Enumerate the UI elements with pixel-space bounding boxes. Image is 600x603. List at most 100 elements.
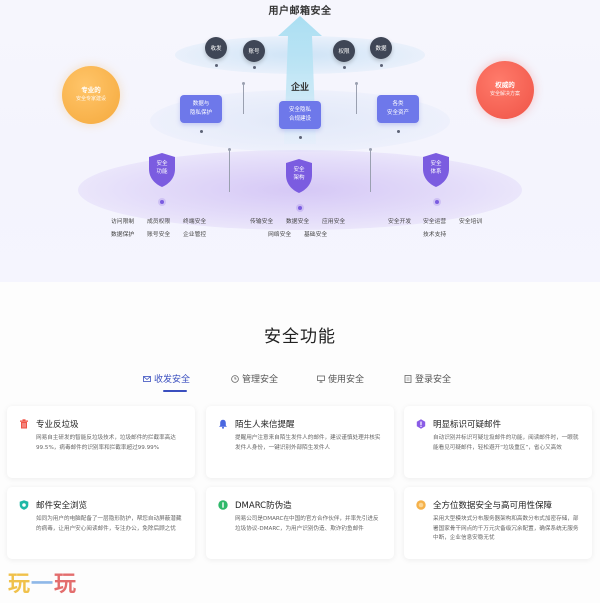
circle-data: 数据 — [370, 37, 392, 59]
shield-check-icon — [19, 500, 29, 510]
data-privacy-box: 数据与 隐私保护 — [180, 95, 222, 123]
feature-card-safe-browsing: 邮件安全浏览 如同为用户的电脑配备了一层隐形防护，帮您自动屏蔽潜藏的病毒，让用户… — [7, 487, 195, 559]
enterprise-label: 企业 — [290, 83, 309, 93]
feature-label: 成员权限 — [147, 219, 171, 225]
card-title: 专业反垃圾 — [36, 420, 79, 430]
feature-label: 应用安全 — [322, 219, 346, 225]
box-line: 安全资产 — [386, 110, 409, 116]
feature-label: 传输安全 — [250, 219, 274, 225]
card-title: 全方位数据安全与高可用性保障 — [433, 501, 553, 511]
feature-label: 安全开发 — [388, 219, 412, 225]
connector-line — [355, 82, 358, 114]
feature-label: 企业管控 — [183, 232, 207, 238]
tab-label: 管理安全 — [242, 375, 279, 385]
feature-card-stranger-alert: 陌生人来信提醒 提醒用户注意来自陌生发件人的邮件，建议谨慎处理并核实发件人身份，… — [206, 406, 394, 478]
availability-icon — [416, 500, 426, 510]
tab-send-receive-security[interactable]: 收发安全 — [143, 372, 190, 385]
shield-icon — [286, 159, 312, 193]
authority-circle-title: 权威的 — [495, 81, 515, 89]
node-dot — [380, 64, 383, 67]
active-tab-indicator — [163, 390, 187, 392]
watermark-char: 玩 — [54, 571, 78, 597]
feature-label: 安全运营 — [423, 219, 447, 225]
feature-label: 基础安全 — [304, 232, 328, 238]
feature-card-suspicious-mail: 明显标识可疑邮件 自动识别并标识可疑垃圾邮件的功能，阅读邮件时，一眼就能看见可疑… — [404, 406, 592, 478]
mail-icon — [143, 375, 151, 382]
shield-line: 安全 — [293, 167, 305, 173]
security-assets-box: 各类 安全资产 — [377, 95, 419, 123]
feature-label: 终端安全 — [183, 219, 207, 225]
card-description: 如同为用户的电脑配备了一层隐形防护，帮您自动屏蔽潜藏的病毒，让用户安心阅读邮件，… — [36, 516, 182, 532]
connector-line — [369, 148, 372, 192]
box-line: 各类 — [392, 101, 404, 107]
card-description: 网易自主研发的智能反垃圾技术，垃圾邮件的拦截率高达99.5%，病毒邮件的识别率和… — [36, 435, 176, 451]
card-description: 自动识别并标识可疑垃圾邮件的功能，阅读邮件时，一眼就能看见可疑邮件，轻松避开“垃… — [433, 435, 579, 451]
diagram-title: 用户邮箱安全 — [268, 6, 332, 17]
card-title: DMARC防伪造 — [235, 501, 292, 511]
section-title: 安全功能 — [264, 327, 336, 347]
tab-label: 收发安全 — [154, 375, 191, 385]
authority-circle: 权威的 安全解决方案 — [476, 61, 534, 119]
clock-icon — [231, 374, 239, 383]
watermark-char: 玩 — [8, 571, 32, 597]
feature-label: 安全培训 — [459, 219, 483, 225]
card-title: 陌生人来信提醒 — [235, 420, 295, 430]
feature-tabs: 收发安全 管理安全 使用安全 登录安全 — [0, 372, 600, 392]
card-description: 提醒用户注意来自陌生发件人的邮件，建议谨慎处理并核实发件人身份，一键识别外部陌生… — [235, 435, 381, 451]
box-line: 合规建设 — [288, 116, 311, 122]
expert-circle-title: 专业的 — [81, 86, 101, 94]
document-icon — [404, 374, 412, 383]
card-description: 网易公司是DMARC在中国的官方合作伙伴，并率先引进反垃圾协议-DMARC，为用… — [235, 516, 379, 532]
feature-label: 数据保护 — [111, 232, 135, 238]
shield-icon — [423, 153, 449, 187]
node-dot — [253, 66, 256, 69]
card-description: 采用大型模块式分布服务器架构和高数分布式加密存储，部署国家骨干网点的千万元灾备级… — [433, 516, 579, 541]
node-dot — [215, 64, 218, 67]
circle-account: 账号 — [243, 40, 265, 62]
trash-icon — [20, 419, 28, 429]
feature-label: 账号安全 — [147, 232, 171, 238]
tab-label: 使用安全 — [328, 375, 365, 385]
feature-label: 访问限制 — [111, 219, 135, 225]
shield-security-architecture: 安全架构 — [284, 158, 314, 194]
node-dot — [299, 136, 302, 139]
tab-usage-security[interactable]: 使用安全 — [317, 372, 364, 385]
tab-login-security[interactable]: 登录安全 — [404, 372, 451, 385]
watermark-char: 一 — [31, 571, 55, 597]
shield-line: 体系 — [430, 169, 442, 175]
node-dot — [200, 130, 203, 133]
node-dot — [343, 66, 346, 69]
feature-label: 数据安全 — [286, 219, 310, 225]
shield-line: 功能 — [156, 169, 168, 175]
shield-line: 架构 — [293, 175, 305, 181]
shield-line: 安全 — [430, 161, 442, 167]
warning-badge-icon — [416, 419, 426, 429]
feature-label: 技术支持 — [423, 232, 447, 238]
circle-permission: 权限 — [333, 40, 355, 62]
shield-icon — [149, 153, 175, 187]
node-dot — [298, 206, 302, 210]
circle-send-receive: 收发 — [205, 37, 227, 59]
dmarc-icon — [218, 500, 228, 510]
tab-management-security[interactable]: 管理安全 — [231, 372, 278, 385]
box-line: 隐私保护 — [189, 110, 212, 116]
shield-security-functions: 安全功能 — [147, 152, 177, 188]
monitor-icon — [317, 375, 325, 383]
authority-circle-subtitle: 安全解决方案 — [489, 91, 520, 97]
feature-card-anti-spam: 专业反垃圾 网易自主研发的智能反垃圾技术，垃圾邮件的拦截率高达99.5%，病毒邮… — [7, 406, 195, 478]
card-title: 明显标识可疑邮件 — [433, 420, 502, 430]
connector-line — [242, 82, 245, 114]
shield-security-system: 安全体系 — [421, 152, 451, 188]
feature-card-high-availability: 全方位数据安全与高可用性保障 采用大型模块式分布服务器架构和高数分布式加密存储，… — [404, 487, 592, 559]
security-architecture-diagram: 用户邮箱安全 收发 账号 权限 数据 专业的 安全专家建设 权威的 安全解决方案… — [0, 0, 600, 282]
expert-circle: 专业的 安全专家建设 — [62, 66, 120, 124]
card-title: 邮件安全浏览 — [36, 501, 88, 511]
watermark-logo: 玩一玩 — [8, 566, 77, 598]
node-dot — [435, 200, 439, 204]
feature-label: 网络安全 — [268, 232, 292, 238]
compliance-box: 安全隐私 合规建设 — [279, 101, 321, 129]
node-dot — [160, 200, 164, 204]
tab-label: 登录安全 — [415, 375, 452, 385]
feature-card-dmarc: DMARC防伪造 网易公司是DMARC在中国的官方合作伙伴，并率先引进反垃圾协议… — [206, 487, 394, 559]
bell-icon — [219, 419, 227, 429]
